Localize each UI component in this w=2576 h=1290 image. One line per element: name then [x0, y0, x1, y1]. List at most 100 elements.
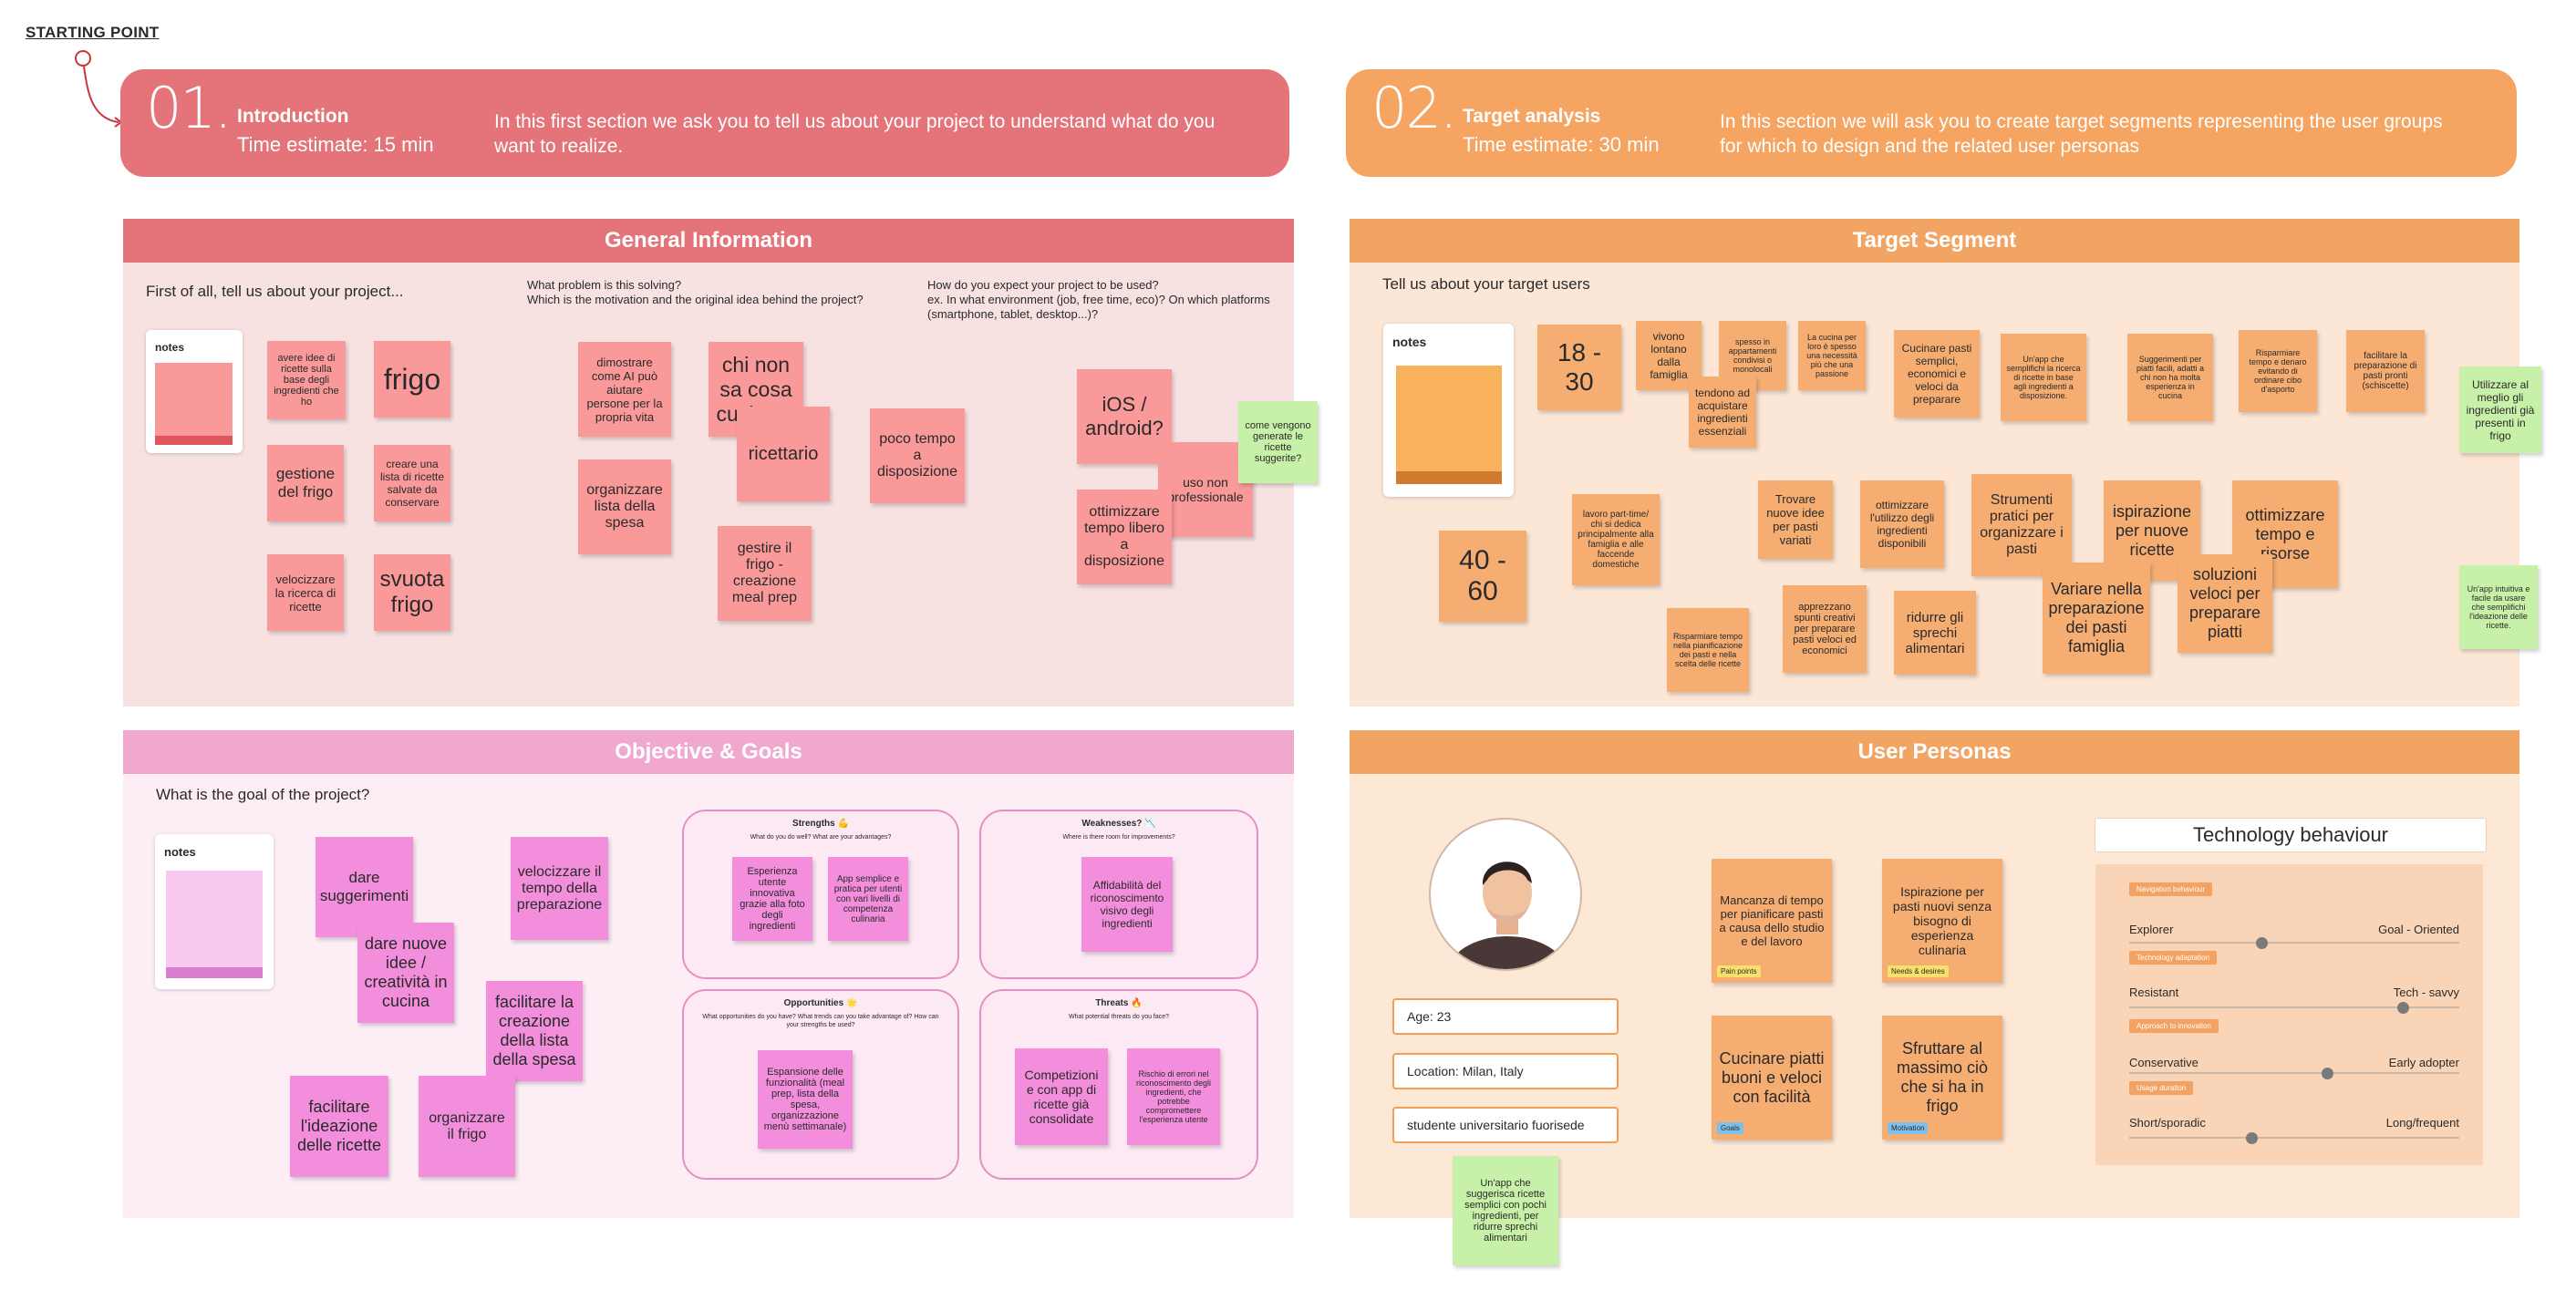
persona-tag: Motivation: [1888, 1122, 1929, 1134]
slider-left-label: Short/sporadic: [2129, 1116, 2206, 1130]
panel-header: User Personas: [1350, 730, 2519, 774]
sticky-note[interactable]: Risparmiare tempo nella pianificazione d…: [1667, 608, 1749, 692]
sticky-note[interactable]: Suggerimenti per piatti facili, adatti a…: [2127, 334, 2213, 421]
persona-avatar: [1429, 818, 1582, 971]
persona-tag: Pain points: [1717, 965, 1761, 977]
sticky-note[interactable]: gestire il frigo - creazione meal prep: [718, 526, 812, 621]
sticky-note[interactable]: velocizzare la ricerca di ricette: [267, 554, 344, 631]
slider-track: [2129, 1072, 2459, 1074]
sticky-note[interactable]: avere idee di ricette sulla base degli i…: [267, 341, 346, 419]
sticky-note[interactable]: Affidabilità del riconoscimento visivo d…: [1081, 857, 1173, 952]
avatar-illustration: [1447, 862, 1567, 969]
notes-label: notes: [1392, 335, 1427, 349]
sticky-note[interactable]: ottimizzare tempo libero a disposizione: [1077, 490, 1172, 584]
tech-behaviour-panel: [2095, 864, 2483, 1165]
notes-sticky-stack: [1396, 366, 1502, 484]
notes-card[interactable]: notes: [146, 330, 243, 453]
sticky-note[interactable]: Strumenti pratici per organizzare i past…: [1971, 474, 2072, 576]
sticky-note[interactable]: lavoro part-time/ chi si dedica principa…: [1572, 494, 1660, 585]
sticky-note[interactable]: Risparmiare tempo e denaro evitando di o…: [2239, 330, 2317, 412]
sticky-note[interactable]: organizzare lista della spesa: [578, 459, 671, 554]
sticky-note[interactable]: svuota frigo: [374, 554, 450, 631]
sticky-note[interactable]: velocizzare il tempo della preparazione: [511, 837, 608, 940]
banner-number: 01.: [146, 75, 233, 141]
notes-card[interactable]: notes: [155, 834, 274, 989]
persona-card-text: Cucinare piatti buoni e veloci con facil…: [1719, 1048, 1825, 1106]
banner-title: Target analysis: [1463, 106, 1601, 127]
persona-card[interactable]: Sfruttare al massimo ciò che si ha in fr…: [1882, 1016, 2002, 1140]
swot-title: Threats 🔥: [1095, 998, 1143, 1008]
sticky-note[interactable]: Trovare nuove idee per pasti variati: [1758, 480, 1833, 559]
banner-introduction: 01. Introduction Time estimate: 15 min I…: [120, 69, 1289, 177]
sticky-note[interactable]: facilitare la creazione della lista dell…: [486, 981, 583, 1081]
notes-sticky-stack: [166, 871, 263, 978]
sticky-note[interactable]: ridurre gli sprechi alimentari: [1894, 591, 1976, 675]
persona-tag: Goals: [1717, 1122, 1743, 1134]
slider-left-label: Resistant: [2129, 986, 2179, 999]
sticky-note[interactable]: Rischio di errori nel riconoscimento deg…: [1127, 1048, 1220, 1145]
sticky-note[interactable]: tendono ad acquistare ingredienti essenz…: [1689, 377, 1756, 448]
notes-label: notes: [155, 341, 185, 354]
slider-right-label: Early adopter: [2388, 1056, 2459, 1069]
swot-subtitle: Where is there room for improvements?: [1062, 834, 1175, 841]
age-group-sticky[interactable]: 18 - 30: [1537, 325, 1621, 410]
sticky-note[interactable]: creare una lista di ricette salvate da c…: [374, 445, 450, 521]
persona-location-field[interactable]: Location: Milan, Italy: [1392, 1053, 1619, 1089]
slider-knob[interactable]: [2322, 1068, 2334, 1079]
persona-card[interactable]: Ispirazione per pasti nuovi senza bisogn…: [1882, 859, 2002, 983]
swot-subtitle: What do you do well? What are your advan…: [750, 834, 892, 841]
start-node[interactable]: [75, 50, 91, 67]
sticky-note[interactable]: Un'app che semplifichi la ricerca di ric…: [2001, 334, 2086, 421]
persona-occupation-field[interactable]: studente universitario fuorisede: [1392, 1107, 1619, 1143]
sticky-note[interactable]: Cucinare pasti semplici, economici e vel…: [1894, 330, 1980, 418]
sticky-note[interactable]: soluzioni veloci per preparare piatti: [2178, 554, 2272, 653]
sticky-note[interactable]: facilitare la preparazione di pasti pron…: [2346, 330, 2425, 412]
persona-card[interactable]: Mancanza di tempo per pianificare pasti …: [1712, 859, 1832, 983]
sticky-note[interactable]: iOS / android?: [1077, 369, 1172, 464]
sticky-note[interactable]: poco tempo a disposizione: [870, 408, 965, 503]
age-group-sticky[interactable]: 40 - 60: [1439, 531, 1526, 622]
sticky-note[interactable]: organizzare il frigo: [419, 1076, 515, 1177]
sticky-note[interactable]: Esperienza utente innovativa grazie alla…: [732, 857, 812, 941]
sticky-note[interactable]: come vengono generate le ricette suggeri…: [1238, 401, 1318, 483]
sticky-note[interactable]: frigo: [374, 341, 450, 418]
persona-card[interactable]: Cucinare piatti buoni e veloci con facil…: [1712, 1016, 1832, 1140]
question-goal: What is the goal of the project?: [156, 786, 370, 803]
slider-right-label: Tech - savvy: [2393, 986, 2459, 999]
banner-time: Time estimate: 30 min: [1463, 133, 1660, 156]
sticky-note[interactable]: Un'app intuitiva e facile da usare che s…: [2459, 565, 2538, 649]
swot-strengths: Strengths 💪 What do you do well? What ar…: [682, 810, 959, 979]
sticky-note[interactable]: dimostrare come AI può aiutare persone p…: [578, 342, 671, 437]
slider-knob[interactable]: [2397, 1002, 2410, 1014]
sticky-note[interactable]: dare nuove idee / creatività in cucina: [357, 923, 454, 1023]
persona-age-field[interactable]: Age: 23: [1392, 998, 1619, 1035]
sticky-note[interactable]: Variare nella preparazione dei pasti fam…: [2043, 562, 2150, 674]
sticky-note[interactable]: facilitare l'ideazione delle ricette: [290, 1076, 388, 1177]
persona-card-text: Ispirazione per pasti nuovi senza bisogn…: [1892, 884, 1992, 957]
sticky-note[interactable]: Un'app che suggerisca ricette semplici c…: [1453, 1156, 1558, 1265]
sticky-note[interactable]: Competizioni e con app di ricette già co…: [1015, 1048, 1108, 1145]
behaviour-tag: Technology adaptation: [2129, 951, 2218, 965]
sticky-note[interactable]: uso non professionale: [1158, 442, 1253, 537]
sticky-note[interactable]: ottimizzare l'utilizzo degli ingredienti…: [1860, 480, 1944, 568]
notes-card[interactable]: notes: [1383, 324, 1514, 497]
behaviour-tag: Usage duration: [2129, 1081, 2194, 1095]
slider-right-label: Long/frequent: [2385, 1116, 2459, 1130]
slider-knob[interactable]: [2255, 937, 2268, 949]
persona-card-text: Sfruttare al massimo ciò che si ha in fr…: [1896, 1039, 1989, 1115]
tech-behaviour-title-box: Technology behaviour: [2095, 818, 2487, 852]
slider-track: [2129, 1137, 2459, 1139]
sticky-note[interactable]: La cucina per loro è spesso una necessit…: [1798, 321, 1866, 390]
sticky-note[interactable]: dare suggerimenti: [316, 837, 413, 937]
sticky-note[interactable]: Utilizzare al meglio gli ingredienti già…: [2459, 366, 2541, 453]
question-target: Tell us about your target users: [1382, 275, 1590, 293]
sticky-note[interactable]: gestione del frigo: [267, 445, 344, 521]
slider-right-label: Goal - Oriented: [2378, 923, 2459, 936]
sticky-note[interactable]: apprezzano spunti creativi per preparare…: [1783, 585, 1867, 673]
persona-card-text: Mancanza di tempo per pianificare pasti …: [1719, 893, 1825, 948]
sticky-note[interactable]: App semplice e pratica per utenti con va…: [828, 857, 908, 941]
sticky-note[interactable]: Espansione delle funzionalità (meal prep…: [758, 1050, 853, 1149]
sticky-note[interactable]: ricettario: [737, 407, 830, 501]
banner-description: In this first section we ask you to tell…: [494, 111, 1216, 157]
slider-knob[interactable]: [2245, 1132, 2258, 1144]
